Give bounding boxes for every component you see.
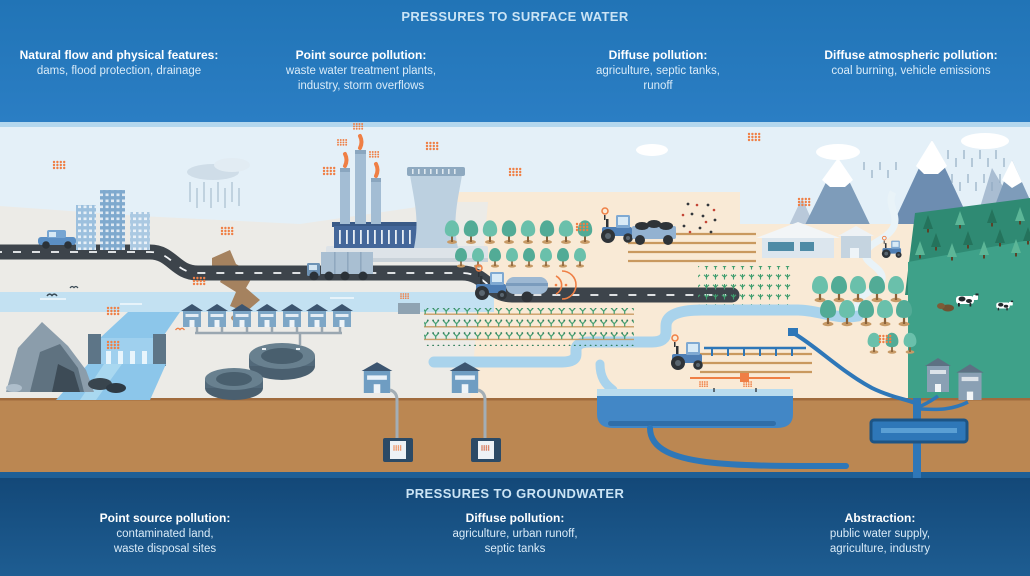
- cooling-tower-icon: [410, 175, 462, 248]
- column-body: coal burning, vehicle emissions: [831, 65, 991, 78]
- illustration-scene: [0, 122, 1030, 478]
- irrigated-field: [690, 346, 812, 382]
- cloud-icon: [636, 133, 1009, 160]
- surface-water-title: PRESSURES TO SURFACE WATER: [401, 9, 629, 24]
- column-point-source: Point source pollution: waste water trea…: [248, 47, 474, 94]
- groundwater-layer: [0, 472, 1030, 478]
- mountain-stream: [853, 190, 899, 319]
- septic-tank-icon: [383, 438, 501, 462]
- column-point-source-gw: Point source pollution: contaminated lan…: [55, 510, 275, 557]
- city-rain-icon: [187, 158, 250, 208]
- column-diffuse: Diffuse pollution: agriculture, septic t…: [546, 47, 770, 94]
- column-heading: Diffuse pollution:: [608, 48, 708, 62]
- column-heading: Diffuse pollution:: [465, 511, 565, 525]
- soil-surface-line: [0, 398, 1030, 401]
- tractor-manure-icon: [600, 207, 676, 245]
- ploughed-field: [628, 232, 756, 263]
- truck-icon: [307, 252, 373, 281]
- treatment-tanks-icon: [205, 343, 315, 400]
- groundwater-banner: PRESSURES TO GROUNDWATER Point source po…: [0, 478, 1030, 576]
- abstraction-pipes-icon: [647, 328, 969, 478]
- column-diffuse-gw: Diffuse pollution: agriculture, urban ru…: [400, 510, 630, 557]
- column-body: agriculture, urban runoff, septic tanks: [452, 528, 578, 556]
- car-icon: [38, 230, 76, 249]
- waste-pile-icon: [6, 322, 126, 393]
- septic-houses: [361, 362, 487, 438]
- column-body: public water supply, agriculture, indust…: [829, 528, 931, 556]
- tractor-sprayer-icon: [474, 264, 577, 303]
- column-heading: Abstraction:: [844, 511, 916, 525]
- chimney-flame-icon: [343, 134, 380, 178]
- column-body: dams, flood protection, drainage: [36, 65, 202, 78]
- city-buildings: [76, 190, 150, 250]
- sewer-pipes: [195, 327, 342, 345]
- soil-layer: [0, 398, 1030, 472]
- banner-underline: [0, 122, 1030, 127]
- column-body: agriculture, septic tanks, runoff: [595, 65, 720, 93]
- column-abstraction: Abstraction: public water supply, agricu…: [765, 510, 995, 557]
- farm-buildings: [756, 222, 903, 259]
- column-heading: Point source pollution:: [295, 48, 427, 62]
- column-heading: Point source pollution:: [99, 511, 231, 525]
- column-body: waste water treatment plants, industry, …: [285, 65, 437, 93]
- column-heading: Diffuse atmospheric pollution:: [824, 48, 998, 62]
- groundwater-title: PRESSURES TO GROUNDWATER: [405, 486, 625, 501]
- stream: [428, 304, 864, 395]
- rain-icon: [863, 150, 1005, 191]
- column-natural-flow: Natural flow and physical features: dams…: [2, 47, 236, 79]
- manure-dots: [681, 202, 717, 234]
- column-body: contaminated land, waste disposal sites: [113, 528, 217, 556]
- spray-icon: [555, 270, 577, 300]
- reservoir: [597, 381, 793, 428]
- column-heading: Natural flow and physical features:: [19, 48, 219, 62]
- corn-field: [698, 266, 792, 308]
- column-atmospheric: Diffuse atmospheric pollution: coal burn…: [794, 47, 1028, 79]
- cow-icon: [937, 293, 1014, 312]
- storm-overflow-icon: [398, 293, 420, 314]
- surface-water-banner: PRESSURES TO SURFACE WATER Natural flow …: [0, 0, 1030, 122]
- crop-field: [424, 308, 634, 346]
